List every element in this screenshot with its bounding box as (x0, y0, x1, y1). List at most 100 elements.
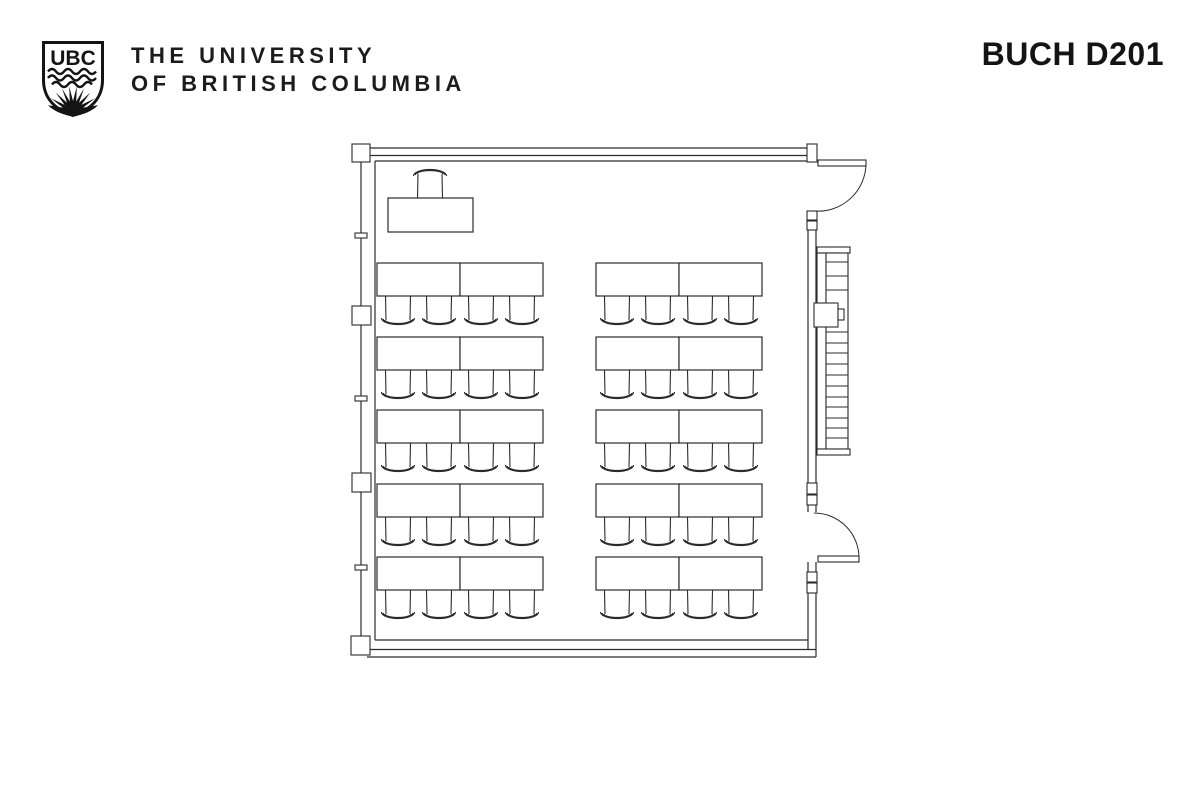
chair-back (467, 466, 495, 472)
chair (463, 442, 499, 473)
chair-back (384, 393, 412, 399)
cabinet-box (813, 302, 839, 328)
window-mullion (354, 232, 368, 239)
chair (504, 369, 540, 400)
chair (723, 295, 759, 326)
table (459, 262, 544, 297)
table (376, 483, 461, 518)
chair-back (686, 319, 714, 325)
ubc-wordmark: THE UNIVERSITY OF BRITISH COLUMBIA (131, 40, 466, 98)
chair-back (508, 393, 536, 399)
table (678, 483, 763, 518)
chair (463, 589, 499, 620)
chair (421, 516, 457, 547)
chair (380, 516, 416, 547)
cabinet-part (816, 252, 827, 450)
window-mullion (354, 395, 368, 402)
chair (380, 369, 416, 400)
chair (421, 295, 457, 326)
chair (640, 369, 676, 400)
table (595, 556, 680, 591)
chair-back (644, 393, 672, 399)
window-post (351, 472, 372, 493)
chair-back (603, 540, 631, 546)
table-row (376, 409, 544, 473)
table-row (376, 262, 544, 326)
table (459, 556, 544, 591)
table (595, 336, 680, 371)
table-row (595, 262, 763, 326)
table (376, 262, 461, 297)
chair-back (686, 540, 714, 546)
table (376, 336, 461, 371)
chair-back (508, 466, 536, 472)
chair-back (727, 540, 755, 546)
wordmark-line1: THE UNIVERSITY (131, 43, 377, 68)
cabinet-handle (837, 308, 845, 321)
corner-post (351, 143, 371, 163)
wordmark-line2: OF BRITISH COLUMBIA (131, 71, 466, 96)
table-row (595, 556, 763, 620)
chair-back (384, 540, 412, 546)
lectern (387, 168, 474, 233)
chair (463, 369, 499, 400)
chair-back (416, 169, 444, 175)
ubc-logo: UBC (42, 41, 104, 118)
lectern-chair (412, 168, 448, 199)
chair (599, 442, 635, 473)
chair-back (384, 613, 412, 619)
table (459, 409, 544, 444)
chair-back (508, 319, 536, 325)
chair (504, 295, 540, 326)
chair-back (727, 319, 755, 325)
chair (421, 589, 457, 620)
table (595, 409, 680, 444)
chair (380, 295, 416, 326)
chair-back (384, 319, 412, 325)
chair (599, 589, 635, 620)
door-swing-arc (813, 512, 860, 560)
chair (380, 442, 416, 473)
ubc-waves-icon (47, 74, 97, 82)
chair-back (686, 466, 714, 472)
chair (504, 442, 540, 473)
window-mullion (354, 564, 368, 571)
chair-back (425, 540, 453, 546)
chair-back (467, 613, 495, 619)
chair (504, 589, 540, 620)
av-cabinet (813, 246, 851, 456)
chair (421, 442, 457, 473)
ubc-logo-text: UBC (50, 47, 96, 70)
chair-back (686, 393, 714, 399)
chair-back (644, 540, 672, 546)
lectern-desk (387, 197, 474, 233)
chair-back (603, 393, 631, 399)
table-row (595, 483, 763, 547)
chair (640, 442, 676, 473)
chair (640, 295, 676, 326)
table-row (376, 336, 544, 400)
chair (723, 442, 759, 473)
chair (599, 295, 635, 326)
window-mullion (806, 210, 818, 221)
room-title: BUCH D201 (981, 36, 1164, 72)
table (678, 409, 763, 444)
table (595, 262, 680, 297)
chair (599, 516, 635, 547)
table-row (376, 483, 544, 547)
chair-back (727, 613, 755, 619)
door-bottom-right (813, 512, 860, 563)
chair-back (425, 466, 453, 472)
cabinet-part (816, 246, 851, 254)
table (678, 556, 763, 591)
window-post (351, 305, 372, 326)
cabinet-part (825, 252, 849, 450)
door-leaf (817, 555, 860, 563)
table (595, 483, 680, 518)
chair (682, 589, 718, 620)
table (459, 336, 544, 371)
chair (380, 589, 416, 620)
chair (682, 295, 718, 326)
chair-back (467, 393, 495, 399)
